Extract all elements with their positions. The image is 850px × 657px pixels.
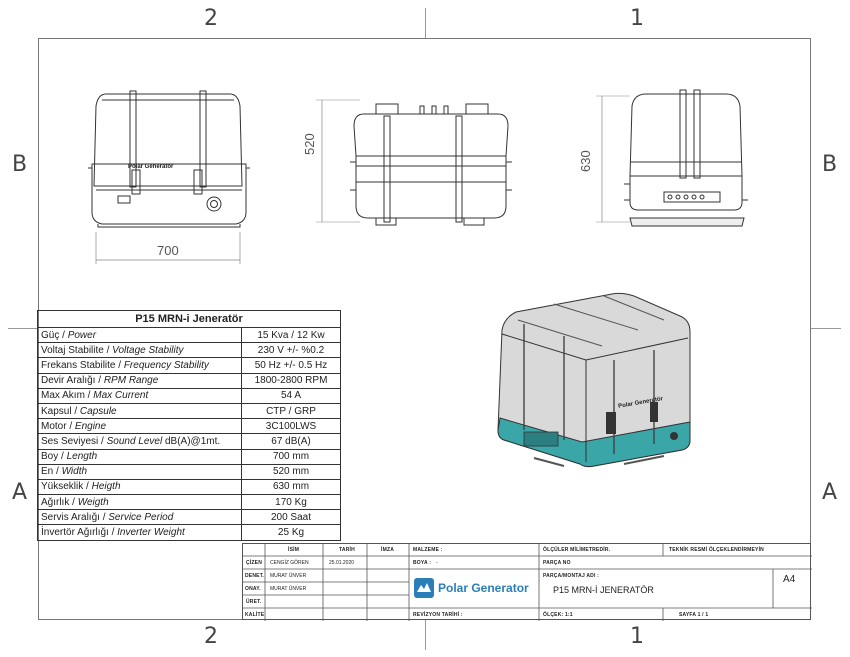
sheet-size: A4 (783, 574, 796, 585)
title-block: İSİM TARİH İMZA ÇİZEN DENET. ONAY. ÜRET.… (242, 543, 812, 621)
malzeme-label: MALZEME : (413, 547, 443, 553)
dimension-width: 700 (157, 243, 179, 258)
right-view-drawing (596, 89, 748, 227)
parca-adi-label: PARÇA/MONTAJ ADI : (543, 573, 600, 579)
boya-label: BOYA : (413, 560, 432, 566)
logo-text: Polar Generator (438, 581, 529, 595)
side-view-drawing (316, 99, 512, 226)
zone-label-1-bottom: 1 (630, 624, 644, 649)
olcek-label: ÖLÇEK: 1:1 (543, 612, 573, 618)
header-imza: İMZA (381, 547, 395, 553)
dimension-height: 630 (578, 150, 593, 172)
row-kalite: KALİTE (245, 612, 265, 618)
revizyon-label: REVİZYON TARİHİ : (413, 612, 463, 618)
denet-name: MURAT ÜNVER (270, 573, 307, 579)
parca-adi-value: P15 MRN-İ JENERATÖR (553, 585, 654, 595)
cizen-name: CENGİZ GÖREN (270, 560, 309, 566)
teknik-label: TEKNİK RESMİ ÖLÇEKLENDİRMEYİN (669, 547, 764, 553)
header-tarih: TARİH (339, 547, 355, 553)
polar-logo-icon (414, 578, 434, 598)
table-row: Ses Seviyesi / Sound Level dB(A)@1mt.67 … (37, 433, 341, 450)
zone-label-2-top: 2 (204, 6, 218, 31)
zone-label-b-right: B (822, 152, 838, 177)
front-view-brand: Polar Generator (128, 164, 174, 170)
zone-label-1-top: 1 (630, 6, 644, 31)
boya-value: - (436, 560, 438, 566)
zone-label-b-left: B (12, 152, 28, 177)
olculer-label: ÖLÇÜLER MİLİMETREDİR. (543, 547, 611, 553)
frame-tick (425, 620, 426, 650)
parca-no-label: PARÇA NO (543, 560, 571, 566)
frame-tick (425, 8, 426, 38)
dimension-depth: 520 (302, 133, 317, 155)
header-isim: İSİM (288, 547, 300, 553)
zone-label-a-right: A (822, 480, 838, 505)
cizen-date: 25.01.2020 (329, 560, 355, 566)
row-cizen: ÇİZEN (246, 560, 262, 566)
front-view-drawing (88, 90, 250, 264)
sayfa-label: SAYFA 1 / 1 (679, 612, 709, 618)
frame-tick (8, 328, 38, 329)
isometric-view-drawing (497, 292, 691, 468)
zone-label-2-bottom: 2 (204, 624, 218, 649)
spec-table-title: P15 MRN-i Jeneratör (37, 310, 341, 328)
row-onay: ONAY. (245, 586, 261, 592)
row-denet: DENET. (245, 573, 264, 579)
zone-label-a-left: A (12, 480, 28, 505)
row-uret: ÜRET. (246, 599, 262, 605)
frame-tick (811, 328, 841, 329)
onay-name: MURAT ÜNVER (270, 586, 307, 592)
